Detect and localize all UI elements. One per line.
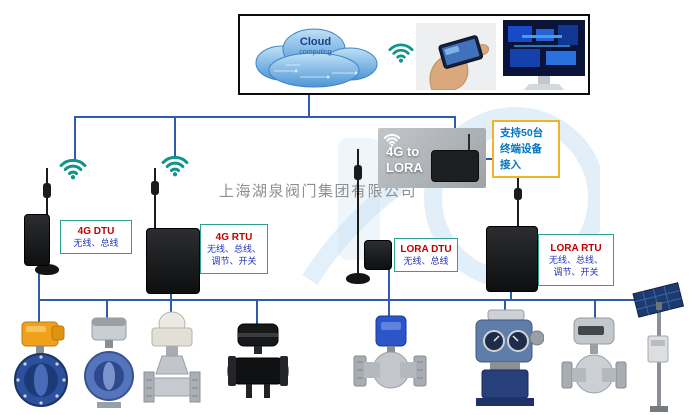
connector-line [504,299,506,313]
label-4g-dtu-title: 4G DTU [77,225,115,237]
lora-gateway-image: 4G to LORA [378,128,486,188]
note-line2: 终端设备 [500,142,542,155]
label-lora-dtu-line1: 无线、总线 [403,255,449,266]
gateway-caption-line2: LORA [386,160,423,176]
wifi-signal-icon [161,155,189,177]
connector-line [594,299,596,323]
cloud-computing-image: Cloud computing [248,19,383,93]
antenna-coil [354,165,362,180]
label-lora-rtu: LORA RTU 无线、总线、 调节、开关 [538,234,614,286]
antenna-mast [357,149,359,277]
label-4g-dtu: 4G DTU 无线、总线 [60,220,132,254]
label-4g-rtu: 4G RTU 无线、总线、 调节、开关 [200,224,268,274]
company-watermark: 上海湖泉阀门集团有限公司 [219,183,418,200]
dtu-4g-device [24,214,50,266]
flanged-ball-valve-blue-actuator [353,315,427,389]
hand-holding-phone-image [416,23,496,90]
bus-line [38,299,660,301]
electric-butterfly-valve-grey-actuator [84,317,134,408]
lora-dtu-device [364,240,392,270]
note-line3: 接入 [500,158,521,171]
label-4g-dtu-line1: 无线、总线 [73,237,119,248]
solar-powered-monitoring-pole [632,282,685,412]
label-lora-rtu-title: LORA RTU [550,242,602,254]
electric-butterfly-valve-yellow-actuator [14,321,68,407]
wifi-signal-icon [59,158,87,180]
antenna-coil [514,188,522,200]
antenna-mast [154,168,156,230]
ball-valve-grey-actuator [561,317,627,394]
antenna-coil [43,183,51,198]
gateway-antenna [468,134,470,152]
connector-line [484,158,494,160]
label-lora-dtu: LORA DTU 无线、总线 [394,238,458,272]
label-lora-rtu-line1: 无线、总线、 [548,254,603,265]
connector-line [256,299,258,325]
black-electric-ball-valve [227,323,289,398]
cloud-title: Cloud [299,36,332,48]
cloud-shape [255,28,378,88]
label-4g-rtu-line2: 调节、开关 [211,255,257,266]
connector-line [174,116,176,158]
connector-line [170,292,172,314]
connector-line [38,262,40,324]
gateway-device-box [431,150,479,182]
antenna-base [35,264,59,275]
connector-line [106,299,108,321]
rtu-4g-device [146,228,200,294]
gateway-caption-line1: 4G to [386,144,420,159]
connector-line [510,290,512,300]
label-4g-rtu-line1: 无线、总线、 [206,243,261,254]
desktop-monitor-image [503,20,585,90]
gateway-caption: 4G to LORA [386,144,423,177]
antenna-coil [151,181,159,195]
antenna-mast [517,176,519,228]
capacity-note-box: 支持50台 终端设备 接入 [492,120,560,178]
label-lora-dtu-title: LORA DTU [400,243,452,255]
label-4g-rtu-title: 4G RTU [215,231,253,243]
label-lora-rtu-line2: 调节、开关 [553,266,599,277]
lora-rtu-device [486,226,538,292]
antenna-base [346,273,370,284]
connector-line [388,268,390,320]
wifi-signal-icon [383,133,401,147]
electric-gate-valve [143,311,201,403]
connector-line [74,116,456,118]
connector-line [454,116,456,130]
cloud-subtitle: computing [299,49,332,56]
heavy-electric-actuator-valve [475,309,544,406]
wifi-signal-icon [388,43,414,63]
connector-line [308,95,310,117]
note-line1: 支持50台 [500,127,544,139]
connector-line [74,116,76,160]
cloud-platform-panel: Cloud computing [238,14,590,95]
